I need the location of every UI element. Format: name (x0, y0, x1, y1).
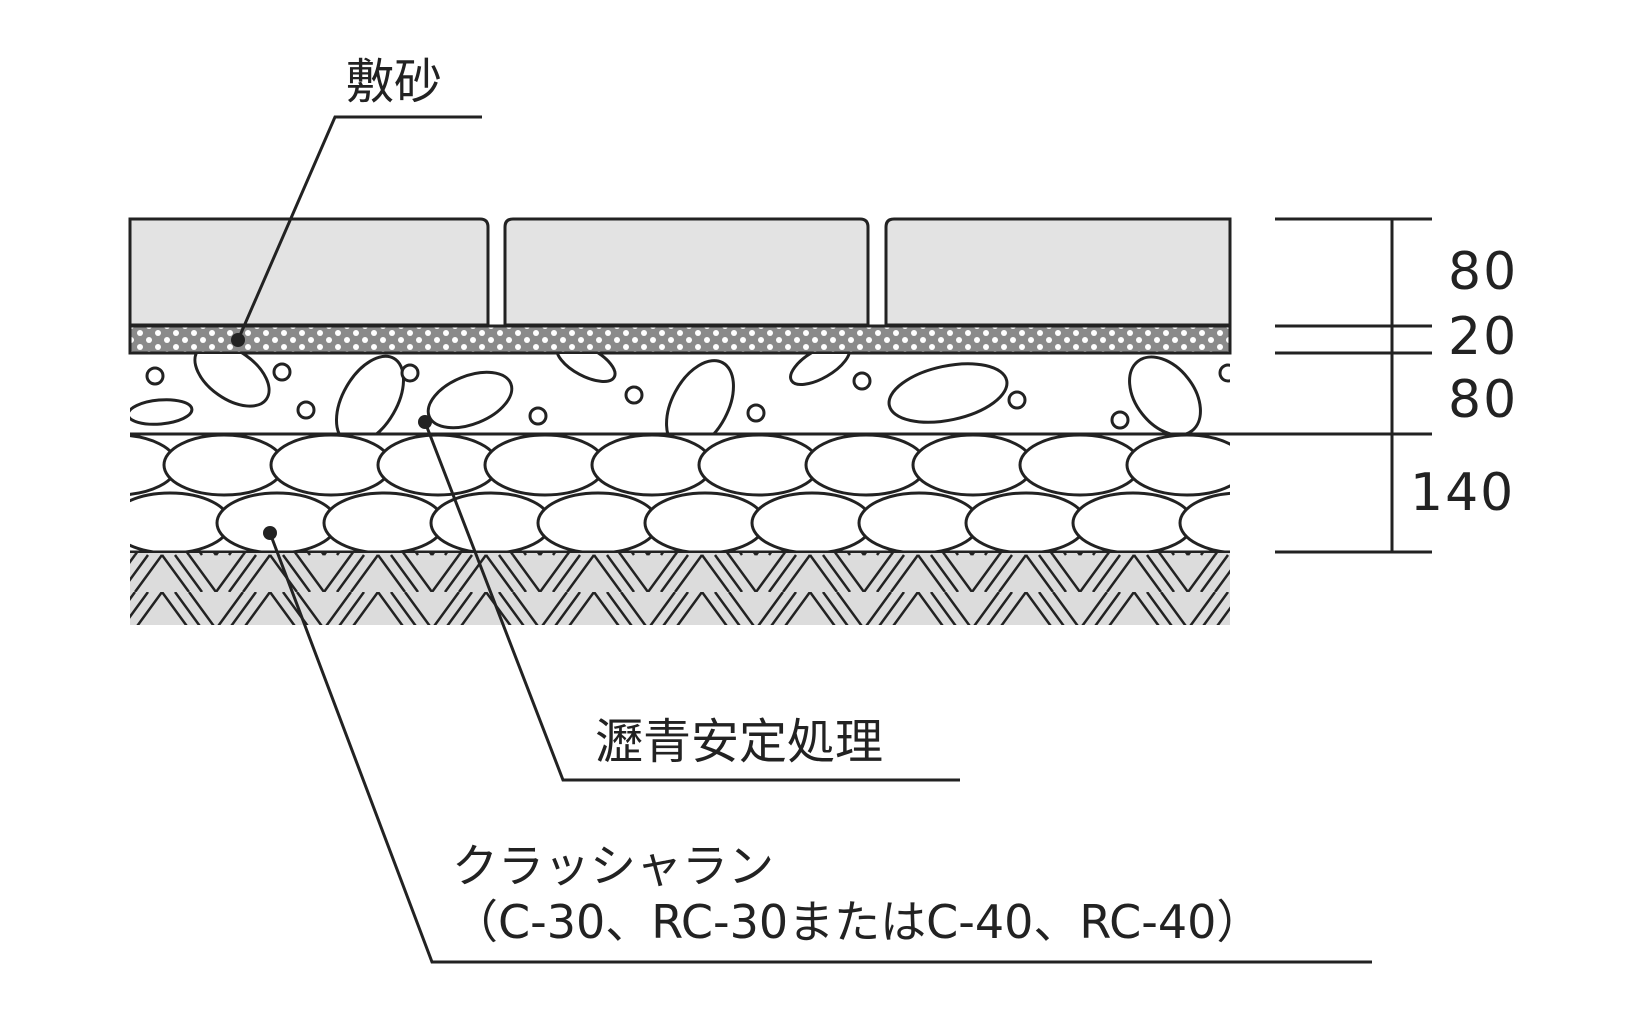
paving-block (128, 217, 490, 327)
dimension-label-block: 80 (1448, 242, 1519, 302)
dimension-label-asphalt: 80 (1448, 370, 1519, 430)
label-asphalt-stabilized: 瀝青安定処理 (595, 714, 884, 770)
label-crusher-run-spec: （C-30、RC-30またはC-40、RC-40） (452, 895, 1263, 950)
paving-block (884, 217, 1232, 327)
leader-sand (236, 115, 482, 341)
dimension-lines (1230, 217, 1432, 554)
subgrade-layer (130, 553, 1230, 625)
leader-dots (231, 333, 432, 540)
leader-crusher (268, 532, 1372, 964)
dimension-label-crusher: 140 (1410, 463, 1516, 523)
label-crusher-run-title: クラッシャラン (452, 839, 774, 893)
label-crusher-run: クラッシャラン （C-30、RC-30またはC-40、RC-40） (452, 838, 1262, 950)
label-sand-bed: 敷砂 (346, 54, 443, 110)
crusher-run-layer (130, 434, 1230, 552)
asphalt-stabilized-layer (130, 354, 1230, 434)
paving-block (503, 217, 870, 327)
paving-block-layer (128, 217, 1232, 327)
leader-asphalt (423, 421, 960, 782)
leader-lines (236, 115, 1372, 964)
sand-bed-layer (128, 324, 1232, 355)
dimension-label-sand: 20 (1448, 307, 1519, 367)
